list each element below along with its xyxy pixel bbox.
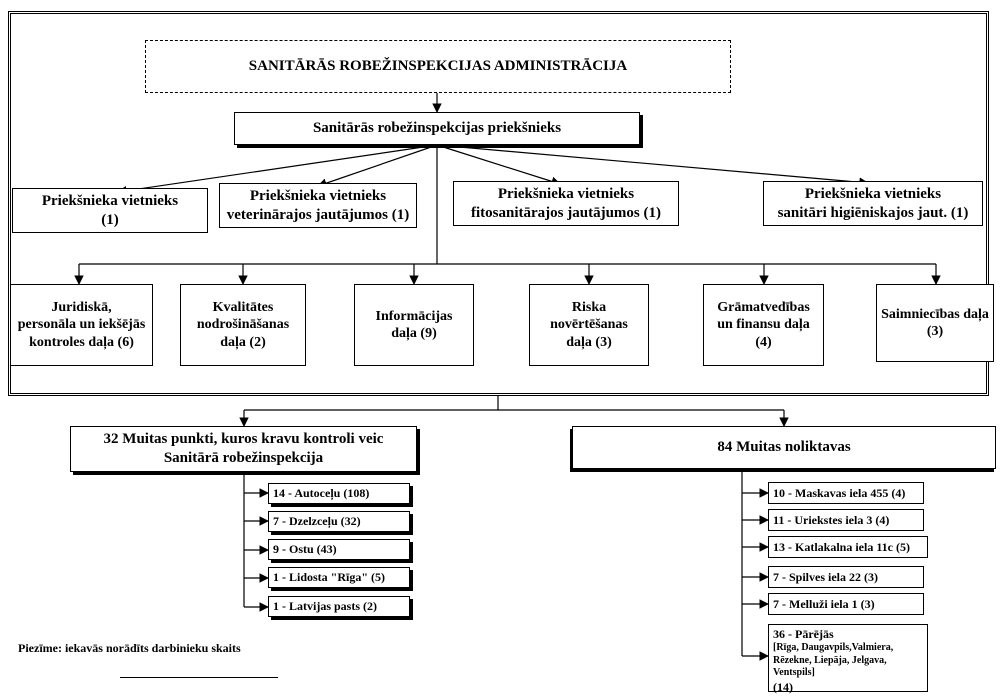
deputy-4-line2: sanitāri higiēniskajos jaut. (1) <box>777 204 969 221</box>
department-1-line2: personāla un iekšējās <box>17 317 146 333</box>
warehouse-item-2: 11 - Uriekstes iela 3 (4) <box>768 509 924 531</box>
warehouse-item-3: 13 - Katlakalna iela 11c (5) <box>768 536 928 558</box>
arrow-to-deputy-2 <box>317 144 438 188</box>
customs-point-item-3: 9 - Ostu (43) <box>268 539 410 560</box>
deputy-1-line2: (1) <box>101 211 119 228</box>
deputy-4-line1: Priekšnieka vietnieks <box>804 185 942 202</box>
warehouse-item-5-label: 7 - Melluži iela 1 (3) <box>773 596 875 611</box>
warehouses-title: 84 Muitas noliktavas <box>717 439 851 456</box>
deputy-3-line1: Priekšnieka vietnieks <box>497 185 635 202</box>
warehouse-item-4-label: 7 - Spilves iela 22 (3) <box>773 569 878 584</box>
customs-points-box: 32 Muitas punkti, kuros kravu kontroli v… <box>70 426 417 472</box>
head-title: Sanitārās robežinspekcijas priekšnieks <box>312 120 562 137</box>
customs-point-item-4: 1 - Lidosta "Rīga" (5) <box>268 567 410 588</box>
department-box-3: Informācijas daļa (9) <box>354 284 474 366</box>
department-5-line2: un finansu daļa <box>717 317 810 333</box>
warehouse-item-6-count: (14) <box>773 679 793 694</box>
customs-point-item-5: 1 - Latvijas pasts (2) <box>268 596 410 617</box>
administration-title-box: SANITĀRĀS ROBEŽINSPEKCIJAS ADMINISTRĀCIJ… <box>145 40 731 93</box>
customs-points-title-line1: 32 Muitas punkti, kuros kravu kontroli v… <box>103 431 384 448</box>
deputy-2-line2: veterinārajos jautājumos (1) <box>226 206 410 223</box>
deputy-1-line1: Priekšnieka vietnieks <box>41 192 179 209</box>
administration-title: SANITĀRĀS ROBEŽINSPEKCIJAS ADMINISTRĀCIJ… <box>248 58 628 75</box>
department-box-6: Saimniecības daļa (3) <box>876 284 994 362</box>
arrow-to-deputy-3 <box>436 144 561 186</box>
customs-point-item-1-label: 14 - Autoceļu (108) <box>273 486 370 500</box>
deputy-box-3: Priekšnieka vietnieks fitosanitārajos ja… <box>453 181 679 226</box>
department-2-line3: daļa (2) <box>220 334 266 350</box>
head-box: Sanitārās robežinspekcijas priekšnieks <box>234 112 640 145</box>
deputy-box-2: Priekšnieka vietnieks veterinārajos jaut… <box>219 183 417 228</box>
customs-point-item-5-label: 1 - Latvijas pasts (2) <box>273 599 377 613</box>
footnote-rule <box>120 677 278 678</box>
warehouse-item-2-label: 11 - Uriekstes iela 3 (4) <box>773 512 890 527</box>
department-4-line1: Riska <box>571 299 607 315</box>
department-box-5: Grāmatvedības un finansu daļa (4) <box>703 284 824 366</box>
department-3-line1: Informācijas <box>375 308 453 324</box>
warehouse-item-3-label: 13 - Katlakalna iela 11c (5) <box>773 539 910 554</box>
warehouse-item-4: 7 - Spilves iela 22 (3) <box>768 566 924 588</box>
deputy-3-line2: fitosanitārajos jautājumos (1) <box>471 204 661 221</box>
department-box-4: Riska novērtēšanas daļa (3) <box>529 284 649 366</box>
deputy-box-1: Priekšnieka vietnieks (1) <box>12 188 208 233</box>
deputy-box-4: Priekšnieka vietnieks sanitāri higiēnisk… <box>763 181 983 226</box>
department-1-line3: kontroles daļa (6) <box>29 334 134 350</box>
warehouse-item-6-detail: [Rīga, Daugavpils,Valmiera, Rēzekne, Lie… <box>773 642 894 678</box>
department-2-line1: Kvalitātes <box>212 299 274 315</box>
warehouse-item-5: 7 - Melluži iela 1 (3) <box>768 593 924 615</box>
department-5-line3: (4) <box>755 334 772 350</box>
department-3-line2: daļa (9) <box>391 326 437 341</box>
customs-points-title-line2: Sanitārā robežinspekcija <box>163 450 324 466</box>
warehouses-box: 84 Muitas noliktavas <box>572 426 996 469</box>
department-1-line1: Juridiskā, <box>51 299 112 315</box>
warehouse-item-1-label: 10 - Maskavas iela 455 (4) <box>773 485 906 500</box>
department-5-line1: Grāmatvedības <box>717 299 810 315</box>
department-box-1: Juridiskā, personāla un iekšējās kontrol… <box>10 284 153 366</box>
arrow-to-deputy-1 <box>117 144 438 196</box>
department-2-line2: nodrošināšanas <box>196 317 290 333</box>
administration-frame <box>8 11 989 396</box>
department-box-2: Kvalitātes nodrošināšanas daļa (2) <box>180 284 306 366</box>
customs-point-item-2: 7 - Dzelzceļu (32) <box>268 511 410 532</box>
department-4-line3: daļa (3) <box>566 334 612 350</box>
customs-point-item-4-label: 1 - Lidosta "Rīga" (5) <box>273 570 385 584</box>
department-6-line1: Saimniecības daļa <box>881 306 989 322</box>
warehouse-item-6-head: 36 - Pārējās <box>773 627 834 641</box>
department-4-line2: novērtēšanas <box>550 317 628 333</box>
warehouse-item-1: 10 - Maskavas iela 455 (4) <box>768 482 924 504</box>
footnote: Piezīme: iekavās norādīts darbinieku ska… <box>18 641 241 655</box>
customs-point-item-3-label: 9 - Ostu (43) <box>273 542 337 556</box>
department-6-line2: (3) <box>926 324 944 339</box>
arrow-to-deputy-4 <box>436 144 869 188</box>
deputy-2-line1: Priekšnieka vietnieks <box>249 187 387 204</box>
customs-point-item-2-label: 7 - Dzelzceļu (32) <box>273 514 361 528</box>
warehouse-item-6: 36 - Pārējās [Rīga, Daugavpils,Valmiera,… <box>768 624 928 694</box>
customs-point-item-1: 14 - Autoceļu (108) <box>268 483 410 504</box>
